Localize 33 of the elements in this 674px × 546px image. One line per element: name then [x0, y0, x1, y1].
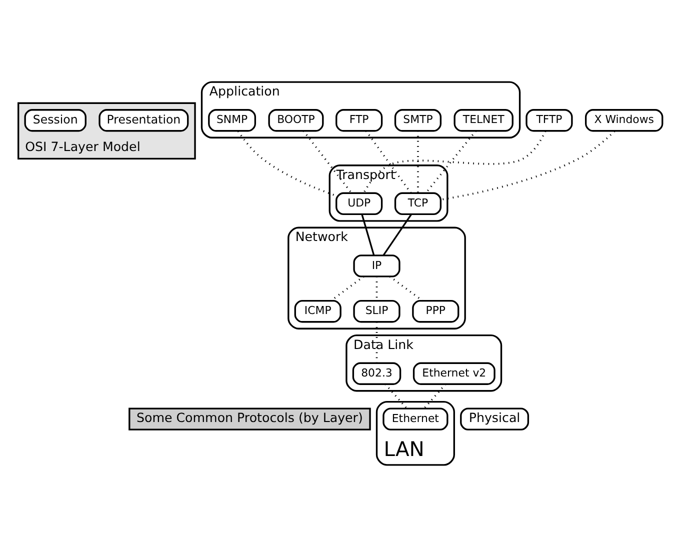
connector [363, 130, 546, 193]
node-box: TFTP [526, 108, 573, 132]
node-box: BOOTP [268, 108, 324, 132]
connector [361, 214, 375, 255]
connector [237, 130, 337, 196]
node-box: Ethernet [382, 407, 448, 430]
node-box: ICMP [294, 300, 342, 322]
node-box: Session [24, 108, 86, 132]
node-box: SMTP [394, 108, 442, 132]
node-box: TCP [394, 192, 442, 215]
node-box: SNMP [208, 108, 256, 132]
node-box: FTP [336, 108, 383, 132]
connector [417, 130, 419, 192]
connector [440, 130, 616, 200]
node-box: X Windows [584, 108, 664, 132]
connector [365, 130, 412, 193]
connector [423, 383, 446, 409]
node-box: UDP [336, 192, 383, 215]
node-box: TELNET [454, 108, 514, 132]
connector [302, 130, 352, 193]
node-box: Physical [460, 407, 530, 430]
node-box: 802.3 [352, 362, 402, 384]
connector [384, 383, 408, 409]
connector [389, 275, 424, 302]
node-box: PPP [412, 300, 460, 322]
node-box: IP [353, 254, 400, 277]
node-box: SLIP [353, 300, 400, 322]
connector [382, 213, 412, 256]
connector [330, 275, 364, 302]
node-box: Presentation [98, 108, 189, 132]
connector [425, 130, 477, 193]
node-box: Ethernet v2 [412, 362, 496, 384]
node-box: Some Common Protocols (by Layer) [128, 407, 371, 430]
